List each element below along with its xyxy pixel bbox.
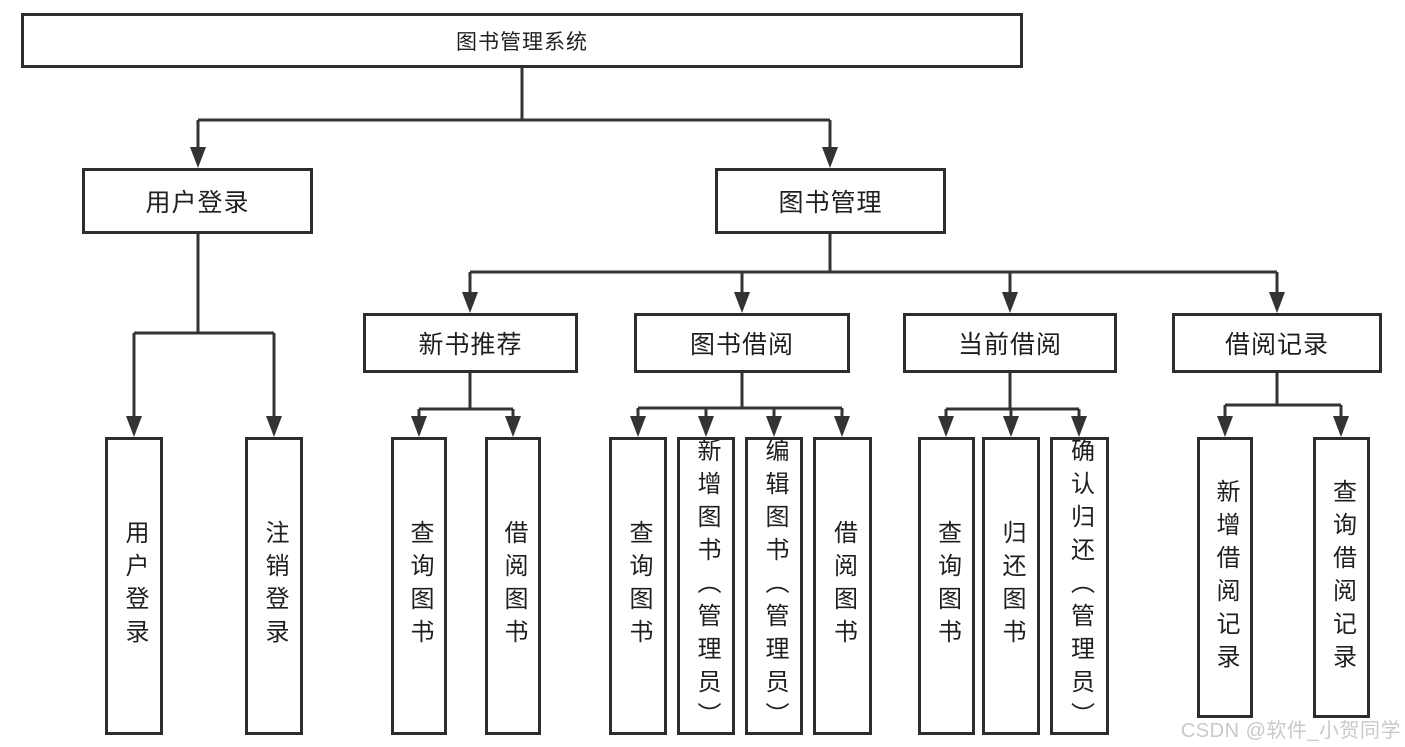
leaf-return-book: 归还图书: [982, 437, 1040, 735]
node-user-login: 用户登录: [82, 168, 313, 234]
leaf-borrow-book: 借阅图书: [813, 437, 872, 735]
leaf-add-borrow-record: 新增借阅记录: [1197, 437, 1253, 718]
node-label: 借阅记录: [1224, 331, 1329, 359]
node-new-book-recommend: 新书推荐: [363, 313, 578, 373]
node-current-borrow: 当前借阅: [903, 313, 1117, 373]
leaf-edit-book-admin: 编辑图书（管理员）: [745, 437, 803, 735]
leaf-user-login: 用户登录: [105, 437, 163, 735]
node-borrow-records: 借阅记录: [1172, 313, 1382, 373]
leaf-label: 借阅图书: [500, 520, 527, 652]
leaf-borrow-book-recommend: 借阅图书: [485, 437, 541, 735]
node-label: 用户登录: [145, 189, 250, 217]
leaf-add-book-admin: 新增图书（管理员）: [677, 437, 735, 735]
leaf-confirm-return-admin: 确认归还（管理员）: [1050, 437, 1109, 735]
leaf-label: 查询图书: [406, 520, 433, 652]
leaf-query-book-current: 查询图书: [918, 437, 975, 735]
leaf-label: 注销登录: [261, 520, 288, 652]
arrowheads: [126, 147, 1349, 437]
leaf-label: 查询图书: [625, 520, 652, 652]
node-book-management: 图书管理: [715, 168, 946, 234]
leaf-label: 新增借阅记录: [1212, 478, 1239, 677]
leaf-label: 编辑图书（管理员）: [761, 437, 788, 735]
leaf-label: 查询图书: [933, 520, 961, 652]
node-label: 新书推荐: [418, 331, 523, 359]
node-label: 图书管理系统: [456, 30, 588, 54]
node-library-system: 图书管理系统: [21, 13, 1023, 68]
leaf-query-book-borrow: 查询图书: [609, 437, 667, 735]
node-label: 图书管理: [778, 189, 883, 217]
leaf-label: 确认归还（管理员）: [1066, 437, 1094, 735]
node-label: 图书借阅: [689, 331, 794, 359]
leaf-label: 用户登录: [121, 520, 148, 652]
leaf-label: 查询借阅记录: [1328, 478, 1356, 677]
leaf-query-book-recommend: 查询图书: [391, 437, 447, 735]
node-book-borrow: 图书借阅: [634, 313, 850, 373]
leaf-label: 新增图书（管理员）: [693, 437, 720, 735]
leaf-label: 借阅图书: [829, 520, 857, 652]
leaf-query-borrow-record: 查询借阅记录: [1313, 437, 1370, 718]
node-label: 当前借阅: [957, 331, 1062, 359]
leaf-logout: 注销登录: [245, 437, 303, 735]
watermark: CSDN @软件_小贺同学: [1180, 720, 1401, 742]
leaf-label: 归还图书: [998, 520, 1025, 652]
